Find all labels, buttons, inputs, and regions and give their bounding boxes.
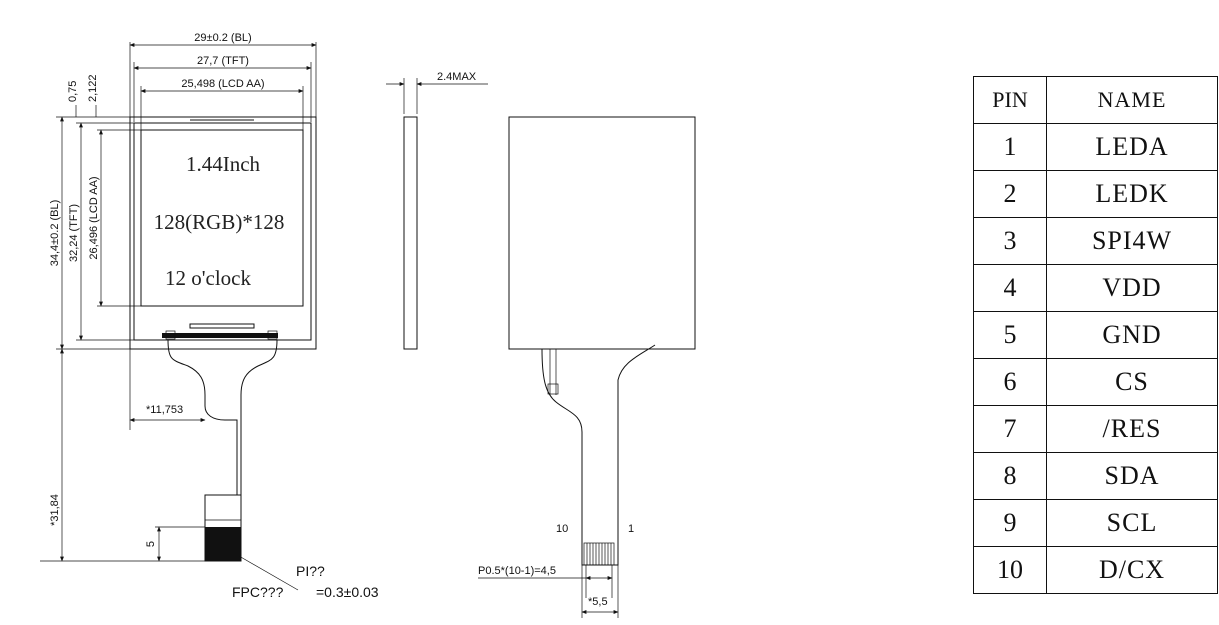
back-view: 10 1 P0.5*(10-1)=4,5 *5,5 (478, 116, 696, 618)
dim-aa-width: 25,498 (LCD AA) (181, 78, 264, 90)
pin-name: /RES (1046, 405, 1218, 453)
pin-number: 4 (973, 264, 1047, 312)
dim-bl-height: 34,4±0.2 (BL) (49, 200, 61, 267)
connector-width: *5,5 (588, 596, 608, 608)
fpc-contact-area (205, 527, 241, 561)
header-pin: PIN (973, 76, 1047, 124)
pin-name: SDA (1046, 452, 1218, 500)
pin-name: LEDA (1046, 123, 1218, 171)
pi-label: PI?? (296, 563, 325, 579)
pin-number: 3 (973, 217, 1047, 265)
module-side-outline (403, 116, 418, 350)
table-header-row: PIN NAME (973, 76, 1218, 124)
fpc-back-left-edge (541, 348, 583, 545)
fpc-left-edge (167, 339, 238, 495)
front-view: 29±0.2 (BL) 27,7 (TFT) 25,498 (LCD AA) 3… (40, 32, 379, 600)
pin-number: 7 (973, 405, 1047, 453)
pin-number-first: 1 (628, 523, 634, 535)
dim-fpc-length: *31,84 (49, 494, 61, 526)
dim-top-b: 2,122 (87, 74, 99, 102)
pin-name: D/CX (1046, 546, 1218, 594)
header-name: NAME (1046, 76, 1218, 124)
table-row: 7/RES (973, 405, 1218, 453)
pin-name: LEDK (1046, 170, 1218, 218)
pin-name: GND (1046, 311, 1218, 359)
pin-number: 5 (973, 311, 1047, 359)
fpc-thickness: =0.3±0.03 (316, 584, 379, 600)
pin-number-last: 10 (556, 523, 568, 535)
pitch-label: P0.5*(10-1)=4,5 (478, 565, 556, 577)
dim-top-a: 0,75 (67, 81, 79, 102)
pin-name: CS (1046, 358, 1218, 406)
dim-tft-width: 27,7 (TFT) (197, 55, 249, 67)
connector-fingers (583, 542, 615, 566)
dim-fpc-offset: *11,753 (146, 404, 183, 416)
screen-size-label: 1.44Inch (186, 152, 261, 176)
resolution-label: 128(RGB)*128 (154, 210, 285, 234)
pin-number: 8 (973, 452, 1047, 500)
backlight-outline (129, 116, 317, 350)
side-view: 2.4MAX (386, 71, 488, 350)
pin-number: 10 (973, 546, 1047, 594)
pin-number: 1 (973, 123, 1047, 171)
dim-stiffener: 5 (145, 541, 157, 547)
dim-tft-height: 32,24 (TFT) (68, 204, 80, 262)
pin-name: SCL (1046, 499, 1218, 547)
tft-outline (133, 122, 312, 341)
fpc-bond-strip (162, 333, 278, 338)
pin-name: SPI4W (1046, 217, 1218, 265)
fpc-label: FPC??? (232, 584, 284, 600)
viewing-direction-label: 12 o'clock (165, 266, 252, 290)
pin-number: 9 (973, 499, 1047, 547)
active-area (140, 129, 304, 307)
dim-aa-height: 26,496 (LCD AA) (88, 176, 100, 259)
pin-number: 6 (973, 358, 1047, 406)
module-back-outline (508, 116, 696, 350)
pin-number: 2 (973, 170, 1047, 218)
dim-thickness: 2.4MAX (437, 71, 477, 83)
pin-name: VDD (1046, 264, 1218, 312)
dim-bl-width: 29±0.2 (BL) (194, 32, 251, 44)
